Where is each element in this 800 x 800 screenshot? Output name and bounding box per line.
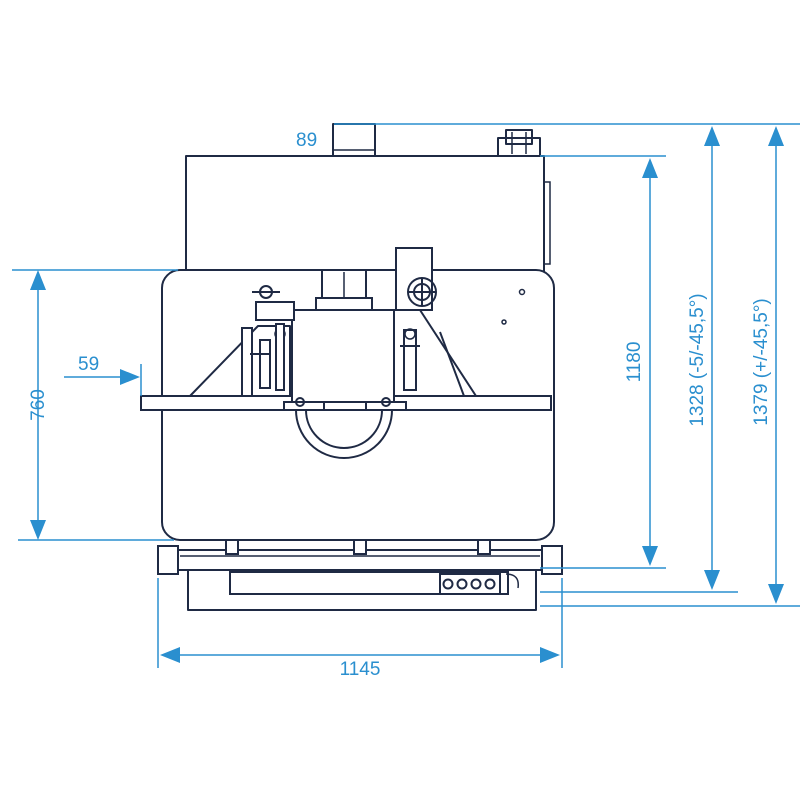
top-knob — [497, 129, 541, 157]
exhaust-port — [332, 123, 376, 157]
blade-housing — [291, 269, 395, 403]
dim-table-height: 760 — [28, 389, 49, 421]
machine — [140, 123, 563, 611]
dim-exhaust-port: 89 — [296, 130, 317, 151]
side-handle — [543, 181, 551, 265]
dim-height-tilt-2: 1379 (+/-45,5°) — [751, 298, 772, 425]
table-clamps — [283, 397, 407, 411]
right-fence — [395, 247, 477, 397]
dim-height-tilt-1: 1328 (-5/-45,5°) — [687, 293, 708, 426]
dim-body-height: 1180 — [624, 342, 645, 383]
dimension-lines: 89 760 59 1180 1328 (-5/-45,5°) 1379 (+/… — [12, 123, 800, 680]
base-frame — [187, 569, 537, 611]
left-fence — [189, 285, 295, 397]
dim-overall-width: 1145 — [340, 659, 381, 680]
upper-housing — [185, 155, 545, 273]
blade-guard — [295, 409, 393, 459]
base-rail — [157, 539, 563, 575]
dim-table-overhang: 59 — [78, 354, 99, 375]
